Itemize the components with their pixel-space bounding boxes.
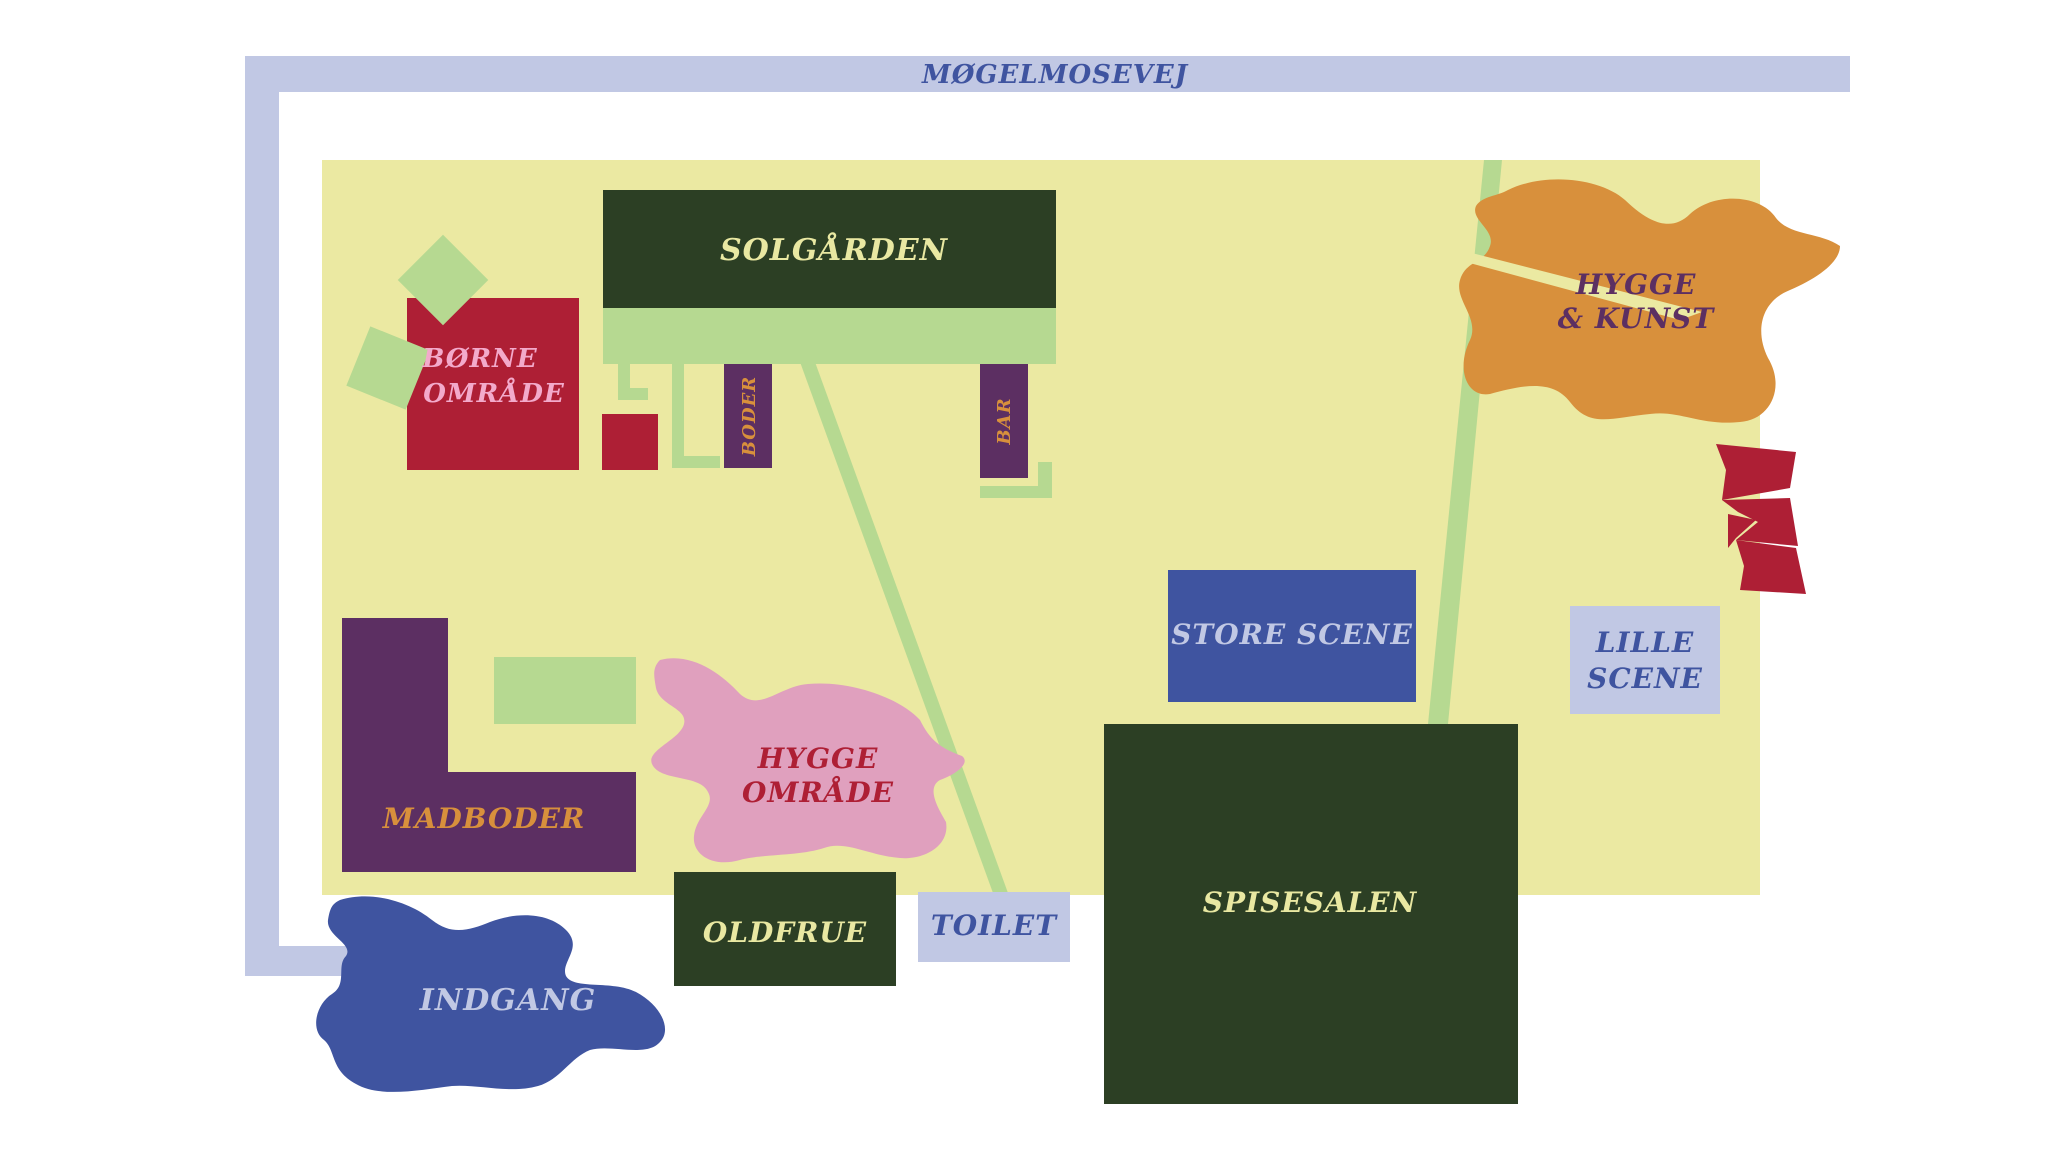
- bar-label: BAR: [994, 397, 1015, 445]
- spisesalen-building[interactable]: SPISESALEN: [1104, 724, 1518, 1104]
- oldfrue-building[interactable]: OLDFRUE: [674, 872, 896, 986]
- indgang-label: INDGANG: [419, 983, 596, 1018]
- solgaarden-label: SOLGÅRDEN: [720, 232, 949, 268]
- lille-scene-stage[interactable]: LILLE SCENE: [1570, 606, 1720, 714]
- boerneomraade-label-2: OMRÅDE: [423, 378, 565, 409]
- boerneomraade-label-1: BØRNE: [421, 344, 537, 374]
- path-segments: [494, 364, 1052, 724]
- store-scene-stage[interactable]: STORE SCENE: [1168, 570, 1416, 702]
- madboder-area[interactable]: MADBODER: [342, 618, 636, 872]
- oldfrue-label: OLDFRUE: [703, 916, 867, 949]
- store-scene-label: STORE SCENE: [1171, 618, 1413, 651]
- road-moegelmosevej: MØGELMOSEVEJ: [245, 56, 1850, 976]
- toilet-label: TOILET: [931, 909, 1058, 942]
- lille-scene-label-2: SCENE: [1587, 662, 1703, 695]
- hygge-kunst-label-2: & KUNST: [1558, 302, 1716, 335]
- boerneomraade-area[interactable]: BØRNE OMRÅDE: [346, 234, 658, 470]
- red-tents: [1716, 444, 1806, 594]
- lille-scene-label-1: LILLE: [1595, 626, 1695, 659]
- toilet-building[interactable]: TOILET: [918, 892, 1070, 962]
- madboder-label: MADBODER: [382, 802, 585, 835]
- indgang-entrance[interactable]: INDGANG: [316, 896, 666, 1092]
- road-label: MØGELMOSEVEJ: [921, 60, 1189, 90]
- solgaarden-building[interactable]: SOLGÅRDEN: [603, 190, 1056, 364]
- hyggeomraade-label-1: HYGGE: [757, 742, 879, 775]
- boder-label: BODER: [739, 376, 760, 458]
- hyggeomraade-area[interactable]: HYGGE OMRÅDE: [651, 658, 965, 863]
- hygge-kunst-area[interactable]: HYGGE & KUNST: [1459, 179, 1840, 423]
- hyggeomraade-label-2: OMRÅDE: [742, 775, 894, 809]
- boder-stall[interactable]: BODER: [724, 364, 772, 468]
- spisesalen-label: SPISESALEN: [1203, 886, 1418, 919]
- hygge-kunst-label-1: HYGGE: [1575, 268, 1697, 301]
- bar-stall[interactable]: BAR: [980, 364, 1028, 478]
